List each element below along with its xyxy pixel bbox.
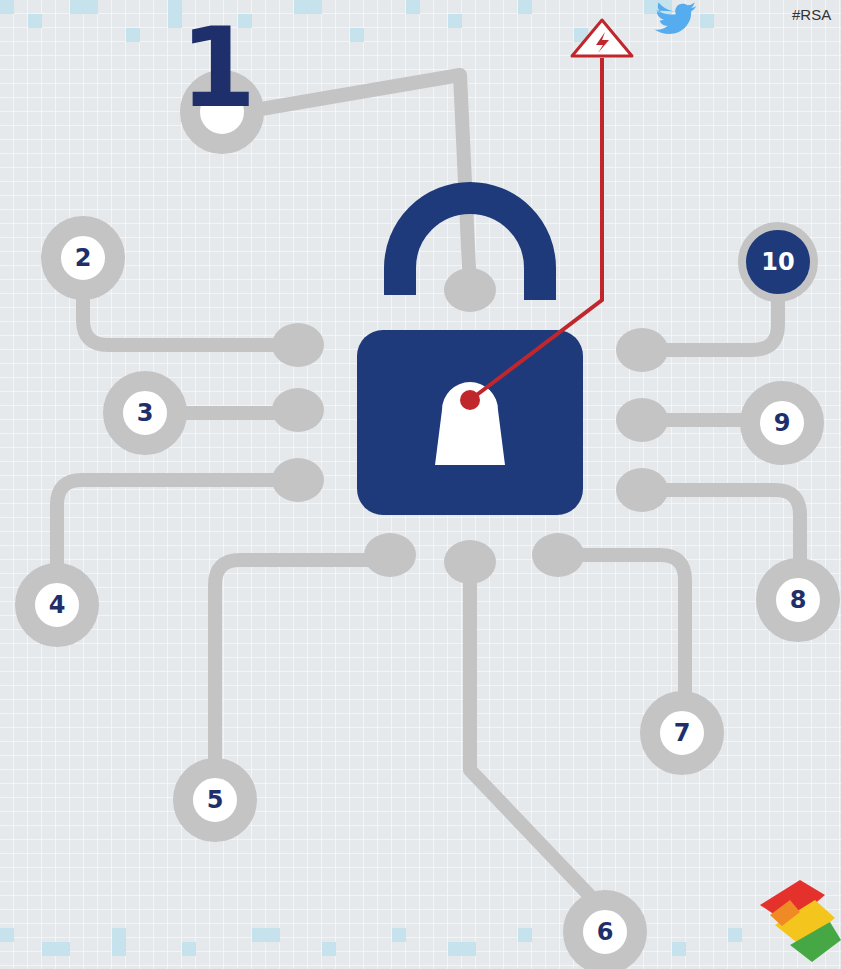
callout-number: 1 — [180, 13, 257, 123]
callout-circle: 7 — [640, 691, 724, 775]
hashtag-label: #RSA — [792, 6, 831, 23]
callout-circle: 4 — [15, 563, 99, 647]
callout-number: 2 — [75, 246, 92, 270]
callout-circle: 9 — [740, 381, 824, 465]
callout-number: 4 — [49, 593, 66, 617]
twitter-bird — [654, 3, 696, 35]
callout-number: 3 — [137, 401, 154, 425]
callout-circle: 3 — [103, 371, 187, 455]
callout-number: 10 — [761, 250, 794, 274]
callout-circle: 2 — [41, 216, 125, 300]
leader-lines — [57, 75, 800, 898]
callout-circle: 5 — [173, 758, 257, 842]
callout-circle: 1 — [180, 70, 264, 154]
callout-number: 5 — [207, 788, 224, 812]
connector-dots — [272, 268, 668, 584]
alert-wire — [470, 58, 602, 400]
pixel-band — [0, 0, 742, 956]
callout-circle: 10 — [738, 222, 818, 302]
keyhole — [435, 382, 505, 465]
logo-splash — [760, 880, 841, 962]
alert-dot — [460, 390, 480, 410]
callout-number: 7 — [674, 721, 691, 745]
warning-triangle — [572, 20, 632, 56]
callout-number: 8 — [790, 588, 807, 612]
callout-circle: 8 — [756, 558, 840, 642]
callout-number: 9 — [774, 411, 791, 435]
callout-number: 6 — [597, 920, 614, 944]
lightning-symbol — [596, 32, 609, 53]
lock-body — [357, 330, 583, 515]
callout-circle: 6 — [563, 890, 647, 969]
